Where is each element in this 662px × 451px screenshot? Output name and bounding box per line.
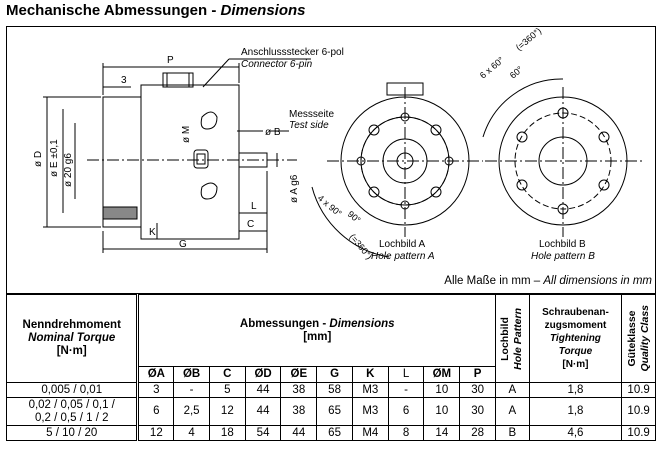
dim-l: L [251, 201, 257, 212]
header-tightening-torque: Schraubenan- zugsmoment Tightening Torqu… [528, 294, 623, 383]
sub-header-a: ØA [136, 366, 175, 383]
table-row: 0,02 / 0,05 / 0,1 /0,2 / 0,5 / 1 / 2 6 2… [5, 397, 656, 426]
pattern-b-en: Hole pattern B [531, 251, 595, 262]
angle-a-eq: (=360°) [347, 232, 374, 261]
sub-header-m: ØM [423, 366, 461, 383]
table-row: 0,005 / 0,01 3 - 5 44 38 58 M3 - 10 30 A… [5, 382, 656, 398]
dim-a: ø A g6 [289, 174, 300, 203]
sub-header-g: G [316, 366, 353, 383]
test-side-label-en: Test side [289, 120, 329, 131]
table-row: 5 / 10 / 20 12 4 18 54 44 65 M4 8 14 28 … [5, 425, 656, 441]
sub-header-d: ØD [244, 366, 282, 383]
dim-c: C [247, 219, 254, 230]
sub-header-c: C [208, 366, 246, 383]
dim-m: ø M [181, 126, 192, 143]
pattern-b-de: Lochbild B [539, 239, 586, 250]
dim-g: G [179, 239, 187, 250]
side-housing [140, 84, 240, 240]
dim-20: ø 20 g6 [63, 153, 74, 187]
dimensions-table: Nenndrehmoment Nominal Torque [N·m] Abme… [5, 294, 656, 441]
connector-label-en: Connector 6-pin [241, 59, 313, 70]
dim-3: 3 [121, 75, 127, 86]
dim-d: ø D [33, 151, 44, 167]
side-connector [162, 72, 194, 88]
units-note: Alle Maße in mm – All dimensions in mm [444, 275, 652, 287]
test-side-label-de: Messseite [289, 109, 334, 120]
dim-k: K [149, 227, 156, 238]
sub-header-e: ØE [280, 366, 318, 383]
angle-a-90: 90° [346, 209, 363, 226]
sub-header-k: K [351, 366, 389, 383]
angle-b-eq: (=360°) [514, 27, 543, 53]
dimension-drawing-svg: Anschlussstecker 6-pol Connector 6-pin M… [33, 26, 643, 262]
dim-e: ø E ±0,1 [49, 139, 60, 177]
angle-b-6x60: 6 x 60° [478, 55, 506, 81]
sub-header-l: L [387, 366, 425, 383]
pattern-a-en: Hole pattern A [371, 251, 435, 262]
title-german: Mechanische Abmessungen - [6, 2, 221, 19]
angle-b-60: 60° [508, 64, 525, 81]
page-title: Mechanische Abmessungen - Dimensions [6, 2, 306, 19]
connector-label-de: Anschlussstecker 6-pol [241, 47, 344, 58]
header-dimensions: Abmessungen - Dimensions [mm] [136, 294, 497, 367]
pattern-a-de: Lochbild A [379, 239, 425, 250]
dim-b: ø B [265, 127, 281, 138]
angle-a-4x90: 4 x 90° [316, 193, 344, 219]
dim-p: P [167, 55, 174, 66]
sub-header-p: P [459, 366, 497, 383]
technical-drawing: Anschlussstecker 6-pol Connector 6-pin M… [6, 26, 656, 294]
sub-header-b: ØB [173, 366, 210, 383]
header-nominal-torque: Nenndrehmoment Nominal Torque [N·m] [5, 294, 139, 383]
title-english: Dimensions [220, 2, 306, 19]
